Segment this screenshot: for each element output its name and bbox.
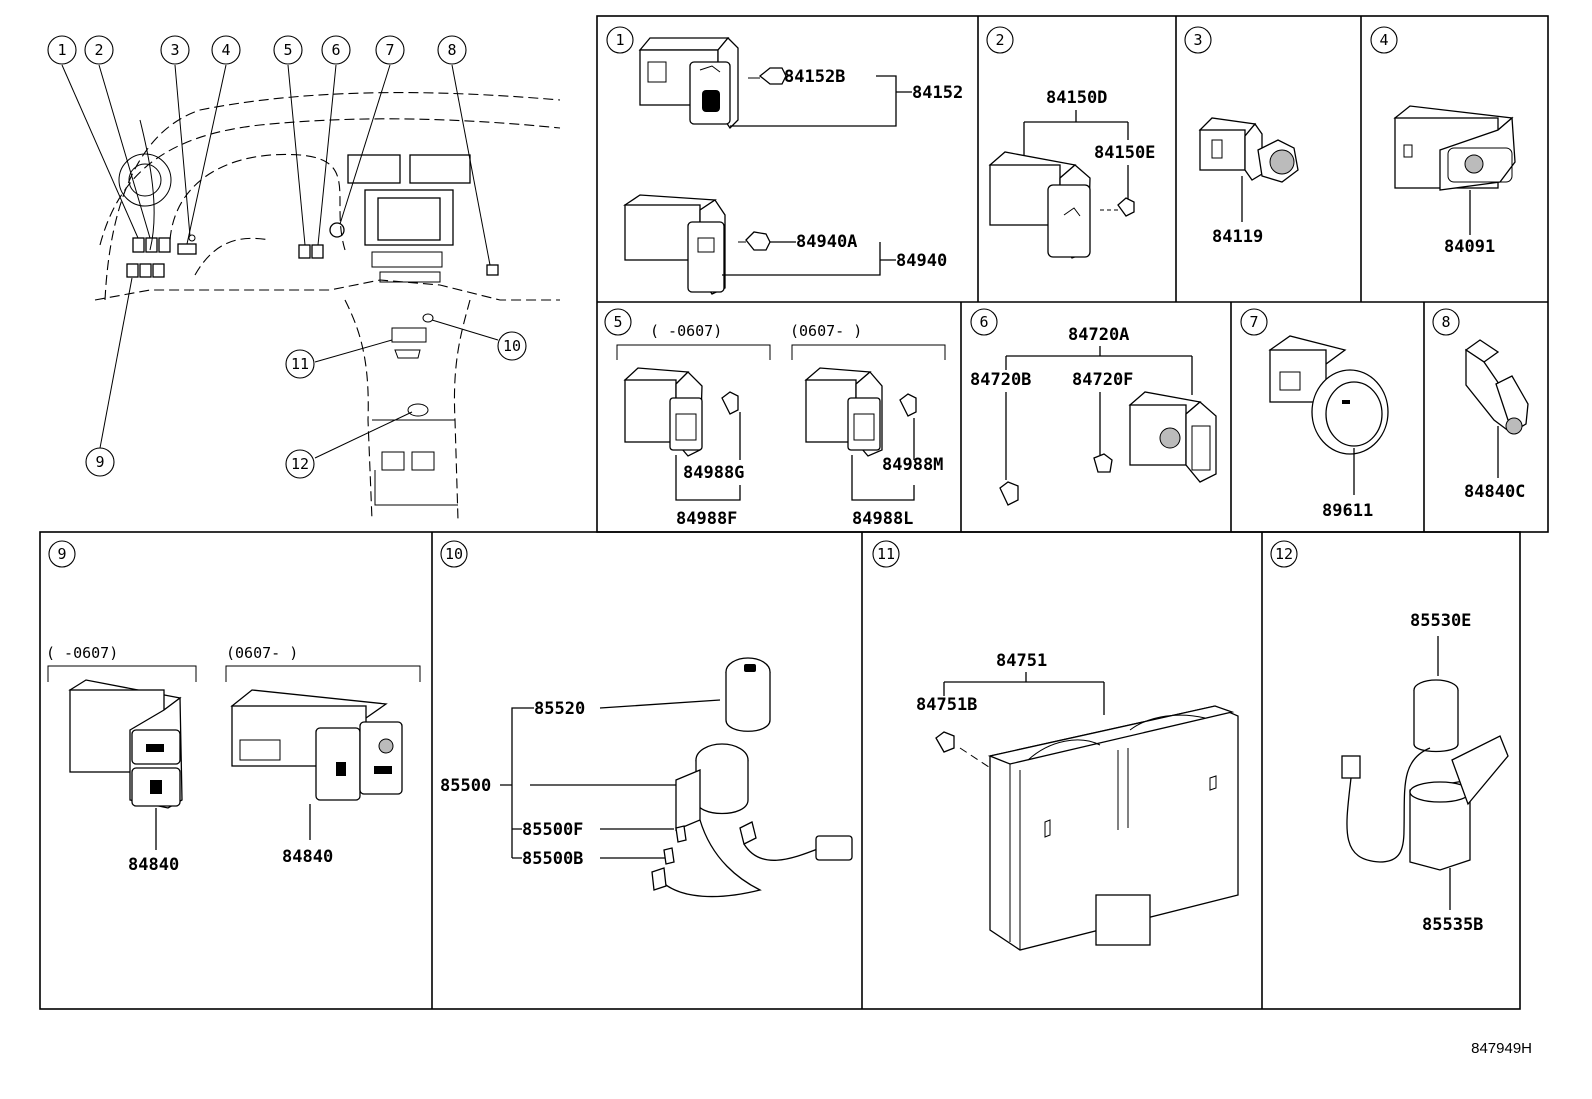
callout-9: 9 <box>95 453 104 471</box>
panel-2: 2 84150D 84150E <box>986 26 1155 259</box>
panel-5: 5 ( -0607) (0607- ) 84988G 84988F 84988M… <box>604 308 946 529</box>
panel-12: 12 85530E 85535B <box>1270 540 1509 935</box>
panel-8: 8 84840C <box>1432 308 1529 502</box>
panel-1: 1 84152B 84152 84940A 84940 <box>606 26 963 295</box>
diagram-code: 847949H <box>1471 1040 1532 1057</box>
callout-11: 11 <box>291 355 309 373</box>
part-84720F: 84720F <box>1072 370 1133 390</box>
panel-frames <box>39 15 1549 1010</box>
panel-6-number: 6 <box>979 313 988 331</box>
panel-9: 9 ( -0607) (0607- ) 84840 84840 <box>46 540 421 875</box>
part-84988L: 84988L <box>852 509 913 529</box>
part-84720A: 84720A <box>1068 325 1129 345</box>
panel-10: 10 85520 85500 85500F 85500B <box>440 540 853 898</box>
part-84840C: 84840C <box>1464 482 1525 502</box>
panel-8-number: 8 <box>1441 313 1450 331</box>
panel-2-number: 2 <box>995 31 1004 49</box>
part-85535B: 85535B <box>1422 915 1483 935</box>
part-84720B: 84720B <box>970 370 1031 390</box>
panel-3: 3 84119 <box>1184 26 1299 247</box>
part-84940A: 84940A <box>796 232 857 252</box>
callout-1: 1 <box>57 41 66 59</box>
callout-6: 6 <box>331 41 340 59</box>
panel-4-number: 4 <box>1379 31 1388 49</box>
panel-9-number: 9 <box>57 545 66 563</box>
part-84150E: 84150E <box>1094 143 1155 163</box>
part-84152B: 84152B <box>784 67 845 87</box>
part-84840-b: 84840 <box>282 847 333 867</box>
callout-7: 7 <box>385 41 394 59</box>
part-85500B: 85500B <box>522 849 583 869</box>
part-84988G: 84988G <box>683 463 744 483</box>
panel-9-date-a: ( -0607) <box>46 644 118 662</box>
part-84751B: 84751B <box>916 695 977 715</box>
callout-4: 4 <box>221 41 230 59</box>
callout-12: 12 <box>291 455 309 473</box>
part-89611: 89611 <box>1322 501 1373 521</box>
part-85530E: 85530E <box>1410 611 1471 631</box>
part-84119: 84119 <box>1212 227 1263 247</box>
part-84840-a: 84840 <box>128 855 179 875</box>
part-84091: 84091 <box>1444 237 1495 257</box>
part-85520: 85520 <box>534 699 585 719</box>
panel-7-number: 7 <box>1249 313 1258 331</box>
panel-11-number: 11 <box>877 545 895 563</box>
part-84988F: 84988F <box>676 509 737 529</box>
panel-7: 7 89611 <box>1240 308 1389 521</box>
part-84152: 84152 <box>912 83 963 103</box>
panel-5-date-a: ( -0607) <box>650 322 722 340</box>
panel-6: 6 84720A 84720B 84720F <box>970 308 1217 506</box>
callout-3: 3 <box>170 41 179 59</box>
part-84988M: 84988M <box>882 455 943 475</box>
part-84751: 84751 <box>996 651 1047 671</box>
panel-12-number: 12 <box>1275 545 1293 563</box>
callout-2: 2 <box>94 41 103 59</box>
part-84150D: 84150D <box>1046 88 1107 108</box>
part-85500: 85500 <box>440 776 491 796</box>
overview-callouts: 1 2 3 4 5 6 7 8 9 10 11 12 <box>47 35 527 479</box>
panel-1-number: 1 <box>615 31 624 49</box>
panel-9-date-b: (0607- ) <box>226 644 298 662</box>
panel-4: 4 84091 <box>1370 26 1516 257</box>
panel-5-number: 5 <box>613 313 622 331</box>
panel-3-number: 3 <box>1193 31 1202 49</box>
callout-5: 5 <box>283 41 292 59</box>
panel-5-date-b: (0607- ) <box>790 322 862 340</box>
part-84940: 84940 <box>896 251 947 271</box>
dashboard-overview <box>61 64 561 521</box>
panel-10-number: 10 <box>445 545 463 563</box>
callout-8: 8 <box>447 41 456 59</box>
part-85500F: 85500F <box>522 820 583 840</box>
callout-10: 10 <box>503 337 521 355</box>
panel-11: 11 84751 84751B <box>872 540 1239 951</box>
